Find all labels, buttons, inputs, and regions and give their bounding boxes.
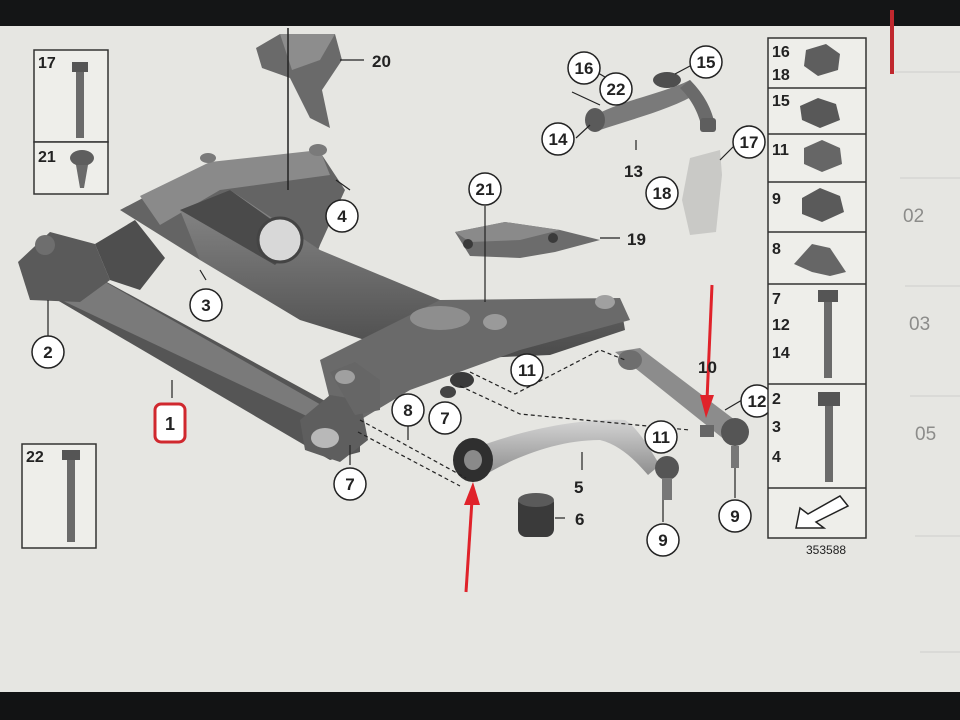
sidebar-lines	[895, 71, 960, 653]
callout-9b: 9	[646, 523, 680, 557]
label-5: 5	[574, 478, 583, 497]
callout-7b: 7	[428, 401, 462, 435]
lower-arm-part-10	[615, 348, 749, 468]
callout-text-16: 16	[575, 59, 594, 78]
callout-text-14: 14	[549, 130, 568, 149]
callout-8: 8	[391, 393, 425, 427]
callouts: 21 3 4 2 7 7 8 11 11 12 9 9 14 16 22 15 …	[31, 45, 774, 557]
callout-1-highlight: 1	[153, 402, 187, 444]
box-label-21: 21	[38, 149, 56, 166]
callout-text-21: 21	[476, 180, 495, 199]
callout-17: 17	[732, 125, 766, 159]
callout-2: 2	[31, 335, 65, 369]
callout-text-12: 12	[748, 392, 767, 411]
label-6: 6	[575, 510, 584, 529]
callout-9a: 9	[718, 499, 752, 533]
bushing-part-6	[518, 493, 554, 537]
label-1: 1	[165, 414, 175, 434]
callout-text-11a: 11	[518, 361, 536, 380]
callout-11a: 11	[510, 353, 544, 387]
plain-labels: 20 19 13 10 5 6	[372, 52, 717, 529]
red-arrows	[464, 284, 714, 593]
upper-arm-part-13	[585, 72, 716, 132]
sidebar-page-03[interactable]: 03	[909, 314, 931, 335]
callout-3: 3	[189, 288, 223, 322]
label-10: 10	[698, 358, 717, 377]
callout-text-7b: 7	[440, 409, 449, 428]
callout-text-4: 4	[337, 207, 347, 226]
rubber-boot-part-18	[682, 150, 722, 235]
callout-text-8: 8	[403, 401, 412, 420]
label-13: 13	[624, 162, 643, 181]
callout-text-9b: 9	[658, 531, 667, 550]
screen-bezel-bottom	[0, 692, 960, 720]
dashed-leader-lines	[357, 349, 691, 487]
label-20: 20	[372, 52, 391, 71]
figure-id: 353588	[806, 543, 846, 557]
box-label-18: 18	[772, 67, 790, 84]
bushing-part-11	[440, 386, 456, 398]
callout-11b: 11	[644, 420, 678, 454]
left-hardware-boxes: 17 21 22	[21, 49, 109, 549]
callout-21: 21	[468, 172, 502, 206]
box-label-12: 12	[772, 317, 790, 334]
leader-lines	[47, 59, 743, 522]
callout-text-7a: 7	[345, 475, 354, 494]
box-label-4: 4	[772, 449, 781, 466]
box-label-17: 17	[38, 55, 56, 72]
box-label-8: 8	[772, 241, 781, 258]
sidebar-page-05[interactable]: 05	[915, 424, 937, 445]
callout-text-9a: 9	[730, 507, 739, 526]
sidebar-page-02[interactable]: 02	[903, 206, 925, 227]
callout-text-15: 15	[697, 53, 716, 72]
shield-part-19	[455, 222, 600, 258]
callout-7a: 7	[333, 467, 367, 501]
callout-text-17: 17	[740, 133, 759, 152]
sidebar-active-marker	[890, 10, 894, 74]
callout-22: 22	[599, 72, 633, 106]
box-label-16: 16	[772, 44, 790, 61]
subframe-part	[18, 144, 630, 462]
bushing-part-7	[450, 372, 474, 388]
callout-15: 15	[689, 45, 723, 79]
box-label-11: 11	[772, 142, 789, 159]
box-label-2: 2	[772, 391, 781, 408]
box-label-14: 14	[772, 345, 790, 362]
right-hardware-boxes: 16 18 15 11 9 8 7 12 14 2 3 4	[767, 37, 867, 539]
box-label-15: 15	[772, 93, 790, 110]
box-label-3: 3	[772, 419, 781, 436]
callout-text-22: 22	[607, 80, 626, 99]
box-label-7: 7	[772, 291, 781, 308]
callout-text-3: 3	[201, 296, 210, 315]
box-label-9: 9	[772, 191, 781, 208]
callout-18: 18	[645, 176, 679, 210]
callout-text-2: 2	[43, 343, 52, 362]
callout-14: 14	[541, 122, 575, 156]
callout-16: 16	[567, 51, 601, 85]
callout-text-18: 18	[653, 184, 672, 203]
callout-text-11b: 11	[652, 428, 670, 447]
label-19: 19	[627, 230, 646, 249]
lower-arm-part-5	[453, 419, 679, 500]
box-label-22: 22	[26, 449, 44, 466]
callout-4: 4	[325, 199, 359, 233]
screen-bezel-top	[0, 0, 960, 28]
callout-12: 12	[740, 384, 774, 418]
shield-part-20	[256, 34, 342, 128]
